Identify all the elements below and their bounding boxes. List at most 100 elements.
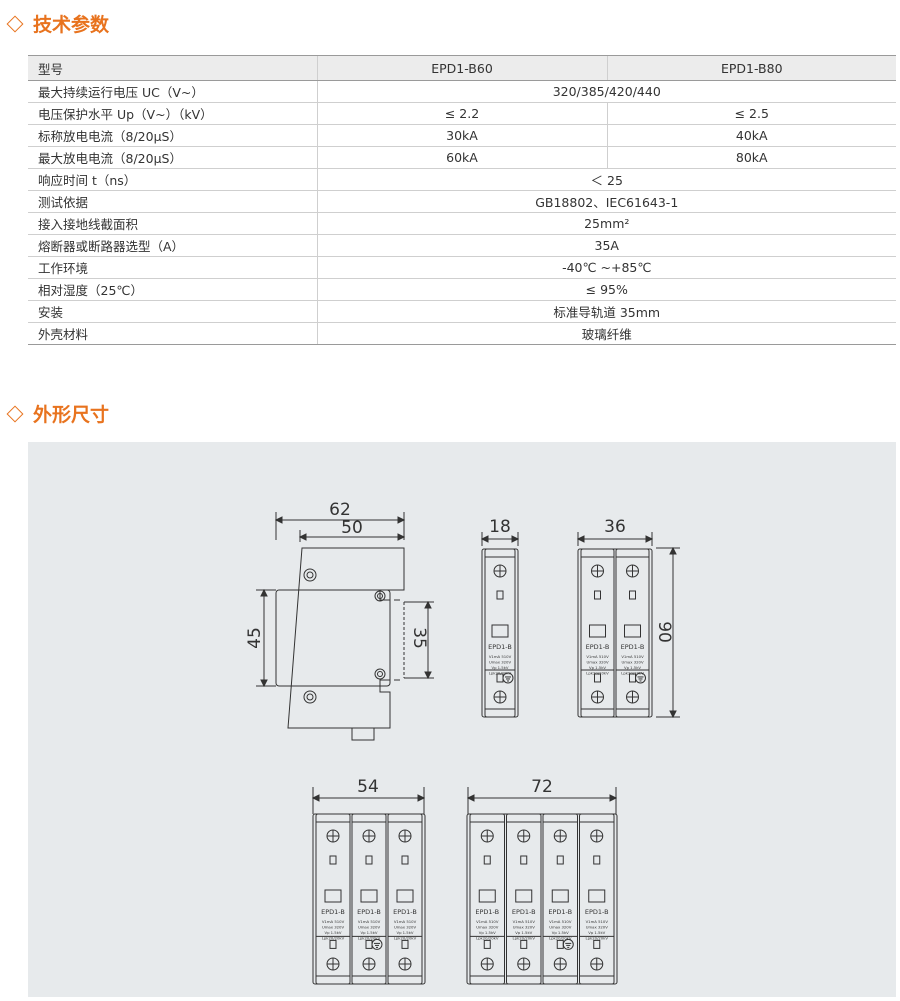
module-label: EPD1-B [512, 908, 536, 916]
module-spec-text: Vp 1.5kV [589, 665, 606, 670]
spec-row-value: ＜ 25 [316, 168, 896, 191]
module-label: EPD1-B [393, 908, 417, 916]
module-spec-text: Lpk20/20kV [358, 936, 381, 941]
spec-row-value-col1: 30kA [316, 124, 607, 147]
header-model-b60: EPD1-B60 [316, 55, 607, 81]
module-spec-text: Vp 1.5kV [360, 930, 377, 935]
module-spec-text: V1mA 510V [586, 654, 609, 659]
spec-section-title: 技术参数 [6, 10, 109, 37]
module-spec-text: Vp 1.5kV [515, 930, 532, 935]
spec-row-value: -40℃ ~+85℃ [316, 256, 896, 279]
dimension-diagram-panel: 62 50 45 [28, 442, 896, 997]
spec-row: 最大持续运行电压 UC（V~）320/385/420/440 [28, 80, 896, 103]
spec-row-label: 工作环境 [28, 256, 317, 279]
module-spec-text: V1mA 510V [358, 919, 381, 924]
spec-row-value-col2: ≤ 2.5 [606, 102, 896, 125]
spec-row-label: 电压保护水平 Up（V~）（kV） [28, 102, 317, 125]
module-label: EPD1-B [548, 908, 572, 916]
module-label: EPD1-B [586, 643, 610, 651]
module-spec-text: V1mA 510V [476, 919, 499, 924]
ground-terminal-icon [562, 938, 574, 950]
spec-header-row: 型号 EPD1-B60 EPD1-B80 [28, 55, 896, 81]
spec-row-value: GB18802、IEC61643-1 [316, 190, 896, 213]
module-label: EPD1-B [475, 908, 499, 916]
spec-row: 外壳材料玻璃纤维 [28, 322, 896, 345]
module-spec-text: Umax 320V [549, 925, 572, 930]
spec-row-value: 35A [316, 234, 896, 257]
spec-row: 相对湿度（25℃）≤ 95% [28, 278, 896, 301]
dimension-drawing: 62 50 45 [245, 500, 680, 985]
module-spec-text: Umax 320V [322, 925, 345, 930]
spec-row-value-col2: 40kA [606, 124, 896, 147]
module-spec-text: V1mA 510V [394, 919, 417, 924]
dims-section-title: 外形尺寸 [6, 400, 109, 427]
dim-36-label: 36 [604, 517, 626, 537]
spec-row-label: 接入接地线截面积 [28, 212, 317, 235]
module-label: EPD1-B [488, 643, 512, 651]
module-spec-text: V1mA 510V [489, 654, 512, 659]
spec-row: 响应时间 t（ns）＜ 25 [28, 168, 896, 191]
diamond-icon [6, 405, 24, 422]
module-spec-text: Lpk20/20kV [489, 671, 512, 676]
module-spec-text: V1mA 510V [549, 919, 572, 924]
spec-row-label: 最大持续运行电压 UC（V~） [28, 80, 317, 103]
spec-row-value-col2: 80kA [606, 146, 896, 169]
spec-row-value: 标准导轨道 35mm [316, 300, 896, 323]
spec-row-label: 响应时间 t（ns） [28, 168, 317, 191]
module-spec-text: Umax 320V [476, 925, 499, 930]
module-spec-text: V1mA 510V [513, 919, 536, 924]
module-spec-text: Lpk20/20kV [394, 936, 417, 941]
spec-row-label: 外壳材料 [28, 322, 317, 345]
ground-terminal-icon [371, 938, 383, 950]
dim-50-label: 50 [341, 518, 363, 538]
spec-row-label: 相对湿度（25℃） [28, 278, 317, 301]
module-spec-text: Lpk20/20kV [513, 936, 536, 941]
module-spec-text: Lpk20/20kV [322, 936, 345, 941]
module-spec-text: Lpk20/20kV [476, 936, 499, 941]
module-spec-text: Umax 320V [394, 925, 417, 930]
module-spec-text: Vp 1.5kV [324, 930, 341, 935]
module-spec-text: Umax 320V [358, 925, 381, 930]
module-spec-text: V1mA 510V [586, 919, 609, 924]
header-model-b80: EPD1-B80 [606, 55, 896, 81]
module-spec-text: Lpk20/20kV [621, 671, 644, 676]
dim-90-label: 90 [654, 621, 674, 643]
module-spec-text: Lpk20/20kV [586, 671, 609, 676]
module-spec-text: Vp 1.5kV [624, 665, 641, 670]
header-label: 型号 [28, 55, 317, 81]
spec-row-label: 最大放电电流（8/20μS） [28, 146, 317, 169]
dim-54-label: 54 [357, 777, 379, 797]
module-label: EPD1-B [621, 643, 645, 651]
module-label: EPD1-B [585, 908, 609, 916]
module-spec-text: Vp 1.5kV [588, 930, 605, 935]
module-spec-text: V1mA 510V [322, 919, 345, 924]
dim-72-label: 72 [531, 777, 553, 797]
module-spec-text: Umax 320V [586, 660, 609, 665]
module-spec-text: Umax 320V [513, 925, 536, 930]
spec-row: 安装标准导轨道 35mm [28, 300, 896, 323]
spec-row-label: 标称放电电流（8/20μS） [28, 124, 317, 147]
module-spec-text: Vp 1.5kV [479, 930, 496, 935]
spec-row-value-col1: 60kA [316, 146, 607, 169]
module-spec-text: Lpk20/20kV [549, 936, 572, 941]
spec-row: 工作环境-40℃ ~+85℃ [28, 256, 896, 279]
dim-62-label: 62 [329, 500, 351, 520]
module-spec-text: Vp 1.5kV [491, 665, 508, 670]
module-spec-text: Umax 320V [586, 925, 609, 930]
dim-45-label: 45 [245, 627, 265, 649]
module-label: EPD1-B [357, 908, 381, 916]
